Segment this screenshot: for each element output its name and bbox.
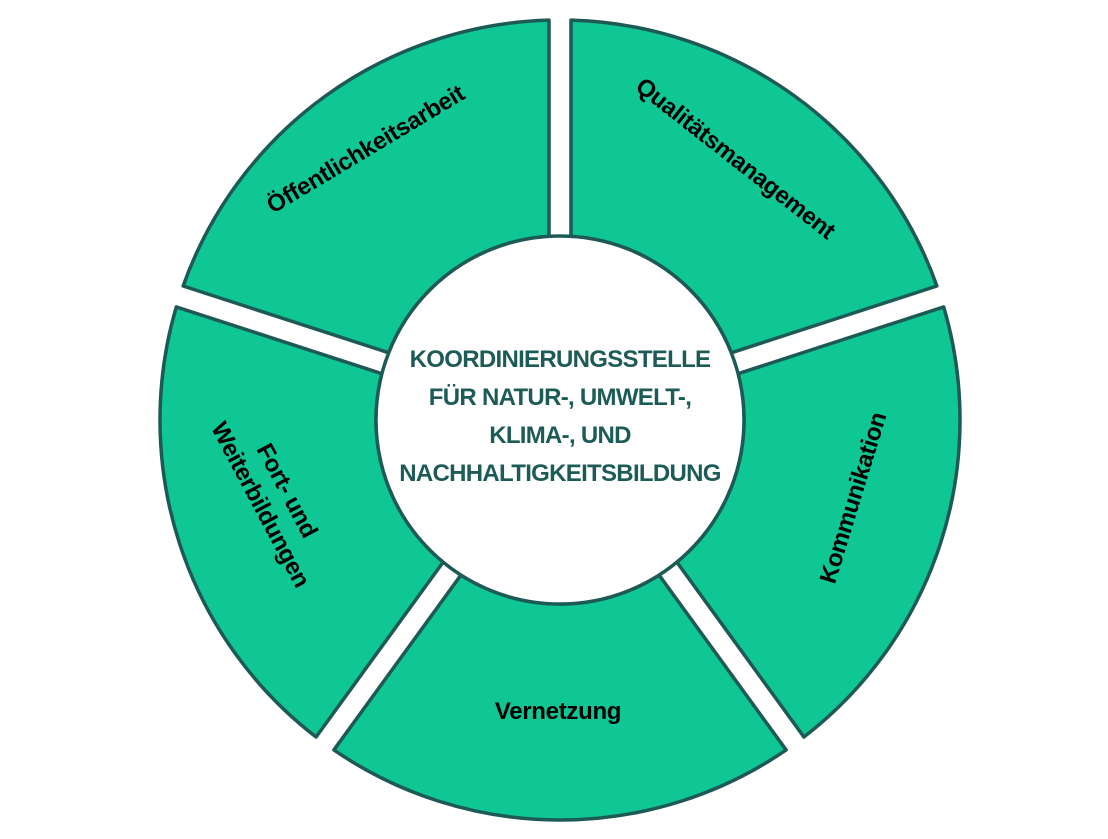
center-title-line-4: NACHHALTIGKEITSBILDUNG bbox=[399, 460, 721, 487]
center-title-line-1: KOORDINIERUNGSSTELLE bbox=[409, 346, 711, 373]
segment-label-vernetzung: Vernetzung bbox=[494, 698, 622, 725]
center-title-line-2: FÜR NATUR-, UMWELT-, bbox=[428, 384, 692, 411]
center-title: KOORDINIERUNGSSTELLE FÜR NATUR-, UMWELT-… bbox=[368, 341, 752, 493]
center-circle bbox=[374, 234, 746, 606]
center-title-line-3: KLIMA-, UND bbox=[489, 422, 631, 449]
